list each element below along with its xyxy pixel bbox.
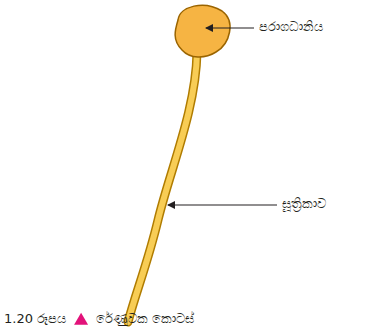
- filament-outline: [128, 52, 197, 322]
- filament: [128, 52, 197, 322]
- part-label: පරාගධානිය: [259, 19, 323, 35]
- figure-caption: 1.20 රූපය: [4, 311, 66, 327]
- caption-triangle: [74, 313, 88, 325]
- leader-line: [168, 204, 277, 205]
- part-label: සූත්‍රිකාව: [282, 196, 326, 212]
- caption-text: රේණුවක කොටස්: [96, 311, 194, 327]
- anther: [175, 5, 230, 57]
- leader-line: [206, 27, 254, 28]
